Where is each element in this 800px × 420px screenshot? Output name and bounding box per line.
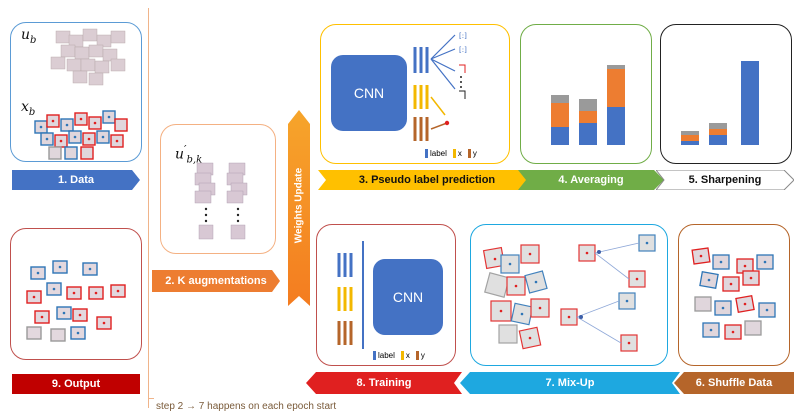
step-3-pseudo-label: 3. Pseudo label prediction <box>318 170 536 190</box>
svg-text:[:]: [:] <box>459 46 467 54</box>
training-legend: label x y <box>373 351 425 361</box>
output-images <box>26 260 126 342</box>
shuffle-panel <box>678 224 790 366</box>
pseudo-legend: label x y <box>425 149 477 159</box>
pseudo-network-graphic: [:] [:] <box>413 32 467 141</box>
svg-text:[:]: [:] <box>459 32 467 40</box>
sharpening-bars <box>681 61 759 145</box>
step-5-sharpening-label: 5. Sharpening <box>656 170 794 190</box>
pseudo-label-panel: CNN [:] [:] label x y <box>320 24 510 164</box>
sharpening-panel <box>660 24 792 164</box>
shuffle-images <box>691 247 776 340</box>
xb-label: xb <box>21 99 36 118</box>
step-8-training-label: 8. Training <box>306 372 462 394</box>
averaging-bars <box>551 65 625 145</box>
weights-update-arrow: Weights Update <box>288 110 310 306</box>
weights-update-text: Weights Update <box>293 167 305 244</box>
data-panel: ub xb <box>10 22 142 162</box>
training-cnn-block: CNN <box>373 259 443 335</box>
step-7-mixup-label: 7. Mix-Up <box>460 372 680 394</box>
step-1-data-label: 1. Data <box>12 170 140 190</box>
step-4-averaging-label: 4. Averaging <box>518 170 664 190</box>
step-9-output-label: 9. Output <box>12 374 140 394</box>
epoch-footnote: step 2 → 7 happens on each epoch start <box>156 401 337 412</box>
step-6-shuffle-label: 6. Shuffle Data <box>674 372 794 394</box>
pseudo-cnn-block: CNN <box>331 55 407 131</box>
training-panel: CNN label x y <box>316 224 456 366</box>
data-images <box>34 28 128 160</box>
augment-images <box>194 162 248 240</box>
training-network-graphic <box>337 241 364 349</box>
divider-line-left <box>148 8 149 408</box>
augment-panel: u′b,k <box>160 124 276 254</box>
output-panel <box>10 228 142 360</box>
mixup-graphic <box>482 234 656 352</box>
step-2-augment-label: 2. K augmentations <box>152 270 280 292</box>
divider-line-horizontal <box>148 398 154 399</box>
ubk-label: u′b,k <box>175 143 203 166</box>
ub-label: ub <box>21 27 37 46</box>
averaging-panel <box>520 24 652 164</box>
mixup-panel <box>470 224 668 366</box>
